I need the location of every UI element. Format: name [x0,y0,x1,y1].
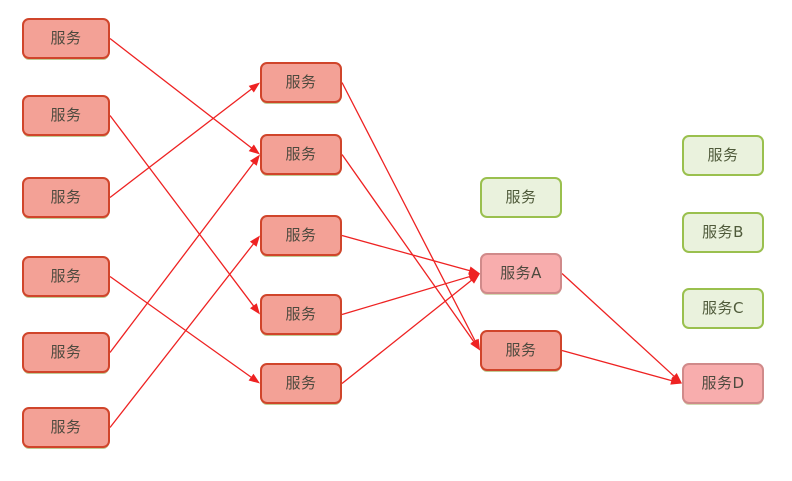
edge-line [341,275,472,316]
edge-line [109,37,254,150]
edge-arrowhead [671,372,682,384]
node-label: 服务 [707,146,739,164]
edge-line [341,234,472,272]
node-l2[interactable]: 服务 [22,95,110,136]
node-label: 服务 [50,267,82,285]
edge-arrowhead [468,272,480,281]
edge-line [109,115,256,308]
edge-line [109,275,254,379]
node-label: 服务 [285,374,317,392]
edge-arrowhead [248,144,260,155]
node-label: 服务B [702,223,744,241]
edge-line [341,278,474,385]
node-m1[interactable]: 服务 [260,62,342,103]
edge-line [561,273,676,378]
edge-arrowhead [248,82,260,93]
edge-line [561,349,674,382]
node-r1[interactable]: 服务 [480,177,562,218]
edge-arrowhead [250,154,260,166]
node-m5[interactable]: 服务 [260,363,342,404]
node-label: 服务D [701,374,745,392]
node-label: 服务 [505,188,537,206]
edge-arrowhead [470,339,480,351]
node-label: 服务 [50,418,82,436]
edge-arrowhead [248,373,260,384]
node-label: 服务 [285,226,317,244]
node-c[interactable]: 服务C [682,288,764,329]
edge-arrowhead [468,266,480,275]
node-d[interactable]: 服务D [682,363,764,404]
node-l3[interactable]: 服务 [22,177,110,218]
node-label: 服务 [50,29,82,47]
node-a[interactable]: 服务A [480,253,562,294]
edge-line [109,87,254,199]
node-m2[interactable]: 服务 [260,134,342,175]
node-l1[interactable]: 服务 [22,18,110,59]
edge-arrowhead [471,338,480,351]
node-label: 服务 [50,343,82,361]
edge-line [109,161,256,353]
node-b[interactable]: 服务B [682,212,764,253]
node-l6[interactable]: 服务 [22,407,110,448]
node-label: 服务 [285,73,317,91]
node-label: 服务 [285,145,317,163]
node-m4[interactable]: 服务 [260,294,342,335]
edge-line [341,82,477,343]
node-label: 服务C [702,299,744,317]
node-l5[interactable]: 服务 [22,332,110,373]
node-label: 服务 [505,341,537,359]
edge-line [109,242,255,428]
node-label: 服务 [285,305,317,323]
node-r3[interactable]: 服务 [480,330,562,371]
node-label: 服务 [50,106,82,124]
node-f1[interactable]: 服务 [682,135,764,176]
edge-line [341,154,476,344]
edge-arrowhead [468,273,480,284]
edge-arrowhead [250,303,260,315]
node-l4[interactable]: 服务 [22,256,110,297]
node-m3[interactable]: 服务 [260,215,342,256]
node-label: 服务 [50,188,82,206]
edge-arrowhead [670,376,682,385]
edge-arrowhead [249,235,260,247]
node-label: 服务A [500,264,542,282]
